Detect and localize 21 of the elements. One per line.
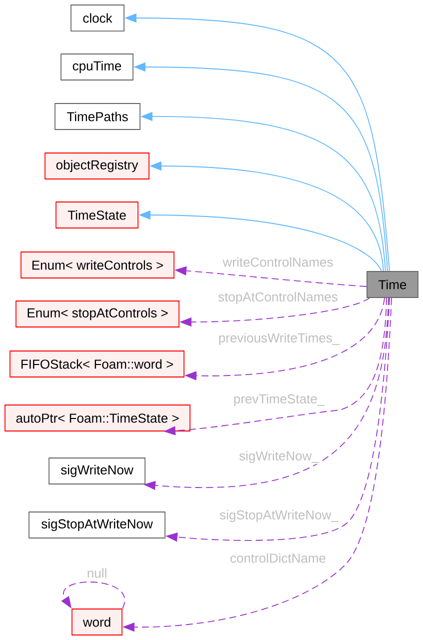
class-box: word — [72, 608, 122, 636]
edge-label: previousWriteTimes_ — [217, 332, 341, 346]
edge-label: sigStopAtWriteNow_ — [218, 508, 340, 524]
class-box: TimeState — [56, 202, 138, 228]
class-box: FIFOStack< Foam::word > — [10, 350, 184, 378]
edge-label: prevTimeState_ — [232, 392, 326, 408]
edge-label: null — [86, 567, 108, 579]
edge-label: sigWriteNow_ — [238, 450, 320, 464]
edge-label: controlDictName — [228, 552, 328, 564]
class-box: Enum< writeControls > — [20, 252, 174, 278]
class-box: clock — [70, 4, 124, 32]
class-box: Enum< stopAtControls > — [16, 300, 180, 328]
class-box: sigWriteNow — [48, 458, 146, 484]
edge-label: stopAtControlNames — [217, 290, 339, 306]
class-box: autoPtr< Foam::TimeState > — [4, 404, 190, 432]
class-box: Time — [366, 271, 418, 298]
edge-label: writeControlNames — [222, 256, 334, 268]
class-box: TimePaths — [54, 103, 140, 130]
class-box: sigStopAtWriteNow — [28, 512, 166, 538]
class-box: cpuTime — [60, 54, 134, 80]
class-box: objectRegistry — [44, 152, 150, 180]
